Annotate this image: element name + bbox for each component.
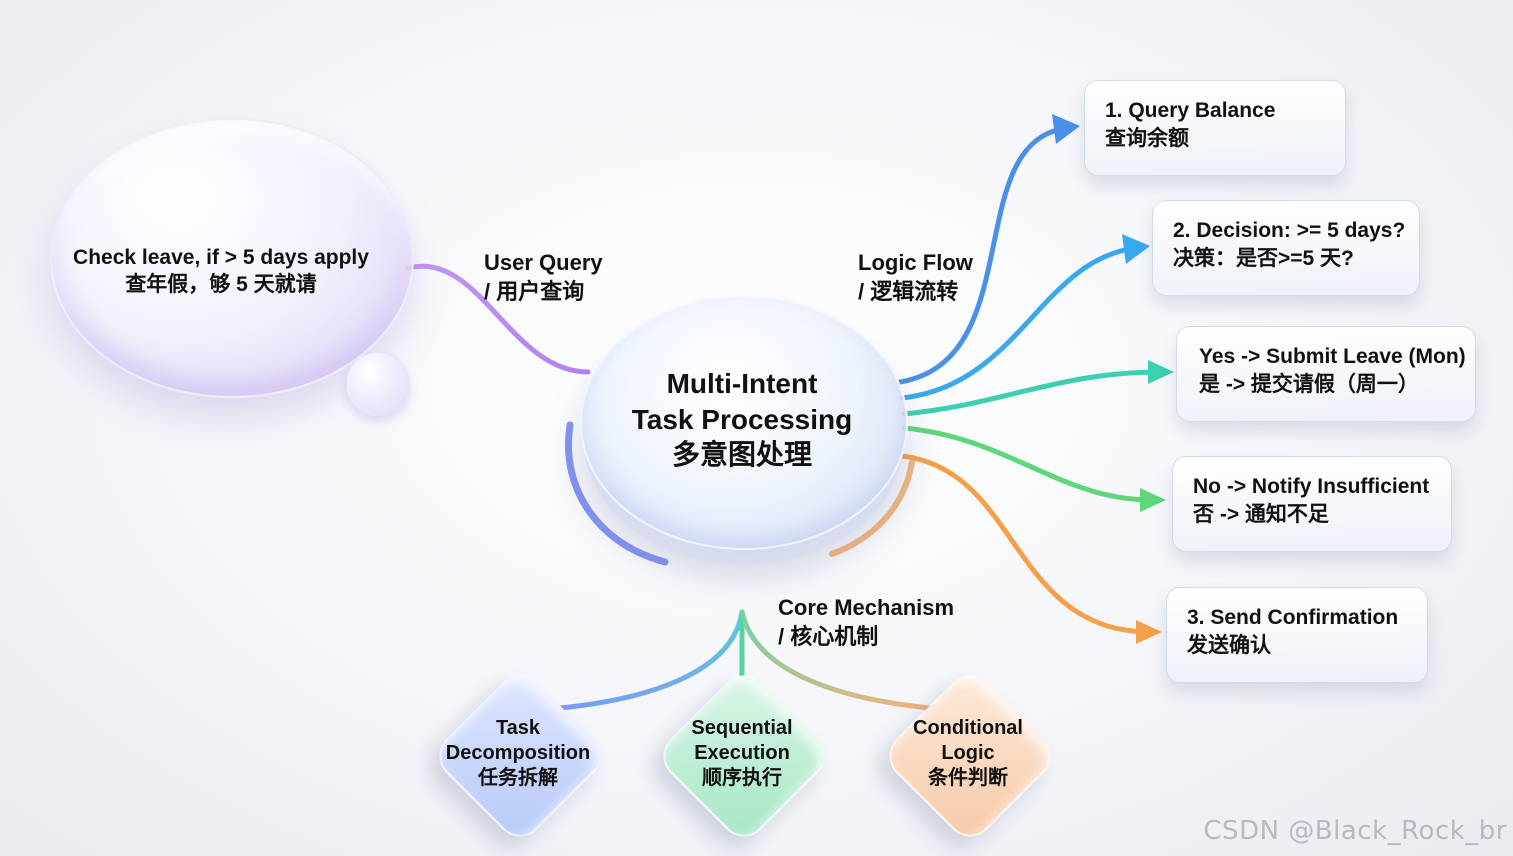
flow-step-5-en: 3. Send Confirmation: [1187, 606, 1399, 629]
mechanism-conditional-logic-text: Conditional Logic 条件判断: [868, 716, 1068, 791]
mechanism-connector-3: [739, 609, 933, 711]
mechanism-connector-1: [557, 609, 745, 711]
flow-step-send-confirmation: 3. Send Confirmation 发送确认: [1166, 587, 1428, 683]
flow-step-query-balance: 1. Query Balance 查询余额: [1084, 80, 1346, 176]
mechanism-1-line-3: 任务拆解: [478, 767, 558, 789]
center-node-line-1: Multi-Intent: [666, 368, 818, 399]
flow-step-submit-leave: Yes -> Submit Leave (Mon) 是 -> 提交请假（周一）: [1176, 326, 1476, 422]
orbit-arc-left: [565, 421, 669, 566]
arrow-head-3: [1148, 360, 1174, 384]
mechanism-3-line-1: Conditional: [913, 717, 1023, 739]
mechanism-sequential-execution-text: Sequential Execution 顺序执行: [642, 716, 842, 791]
input-thought-bubble: [50, 118, 414, 398]
user-query-connector: [405, 263, 591, 375]
logic-flow-label-zh: / 逻辑流转: [858, 279, 959, 305]
mechanism-2-line-3: 顺序执行: [702, 767, 782, 789]
center-node-text: Multi-Intent Task Processing 多意图处理: [582, 366, 902, 473]
input-bubble-line-1: Check leave, if > 5 days apply: [73, 246, 369, 269]
mechanism-3-line-3: 条件判断: [928, 767, 1008, 789]
arrow-head-2: [1122, 234, 1150, 264]
flow-step-notify-insufficient: No -> Notify Insufficient 否 -> 通知不足: [1172, 456, 1452, 552]
flow-step-4-zh: 否 -> 通知不足: [1193, 503, 1329, 527]
user-query-label-zh: / 用户查询: [484, 279, 585, 305]
core-mechanism-label: Core Mechanism / 核心机制: [778, 593, 954, 651]
mechanism-2-line-2: Execution: [694, 742, 790, 764]
user-query-label: User Query / 用户查询: [484, 248, 603, 306]
arrow-head-5: [1136, 620, 1162, 644]
mechanism-1-line-2: Decomposition: [445, 742, 591, 764]
flow-step-4-en: No -> Notify Insufficient: [1193, 475, 1430, 498]
core-mechanism-label-en: Core Mechanism: [778, 595, 955, 620]
mechanism-3-line-2: Logic: [941, 742, 995, 764]
flow-step-decision: 2. Decision: >= 5 days? 决策：是否>=5 天?: [1152, 200, 1420, 296]
arrow-head-4: [1140, 488, 1166, 512]
mechanism-2-line-1: Sequential: [691, 717, 793, 739]
input-bubble-line-2: 查年假，够 5 天就请: [125, 273, 317, 297]
center-node-line-3: 多意图处理: [671, 439, 812, 471]
small-thought-bubble: [346, 352, 410, 416]
center-node-line-2: Task Processing: [631, 403, 853, 435]
logic-flow-label: Logic Flow / 逻辑流转: [858, 248, 973, 306]
flow-step-2-zh: 决策：是否>=5 天?: [1173, 247, 1354, 271]
watermark: CSDN @Black_Rock_br: [1203, 816, 1507, 846]
flow-step-2-en: 2. Decision: >= 5 days?: [1173, 219, 1406, 242]
input-bubble-text: Check leave, if > 5 days apply 查年假，够 5 天…: [58, 244, 384, 299]
center-task-node: [580, 296, 908, 550]
flow-connector-1: [897, 125, 1071, 385]
flow-connector-2: [899, 245, 1139, 401]
flow-step-1-zh: 查询余额: [1105, 127, 1189, 151]
flow-step-1-en: 1. Query Balance: [1105, 99, 1276, 122]
logic-flow-label-en: Logic Flow: [858, 250, 973, 275]
core-mechanism-label-zh: / 核心机制: [778, 624, 879, 650]
user-query-label-en: User Query: [484, 250, 603, 275]
mechanism-task-decomposition-text: Task Decomposition 任务拆解: [418, 716, 618, 791]
flow-connector-5: [899, 453, 1151, 635]
arrow-head-1: [1052, 114, 1080, 144]
flow-step-3-en: Yes -> Submit Leave (Mon): [1199, 345, 1466, 368]
flow-connector-4: [901, 425, 1155, 503]
orbit-arc-right: [829, 459, 915, 557]
flow-step-3-zh: 是 -> 提交请假（周一）: [1199, 373, 1419, 397]
flow-connector-3: [901, 369, 1163, 417]
flow-step-5-zh: 发送确认: [1187, 634, 1271, 658]
mechanism-1-line-1: Task: [495, 717, 541, 739]
